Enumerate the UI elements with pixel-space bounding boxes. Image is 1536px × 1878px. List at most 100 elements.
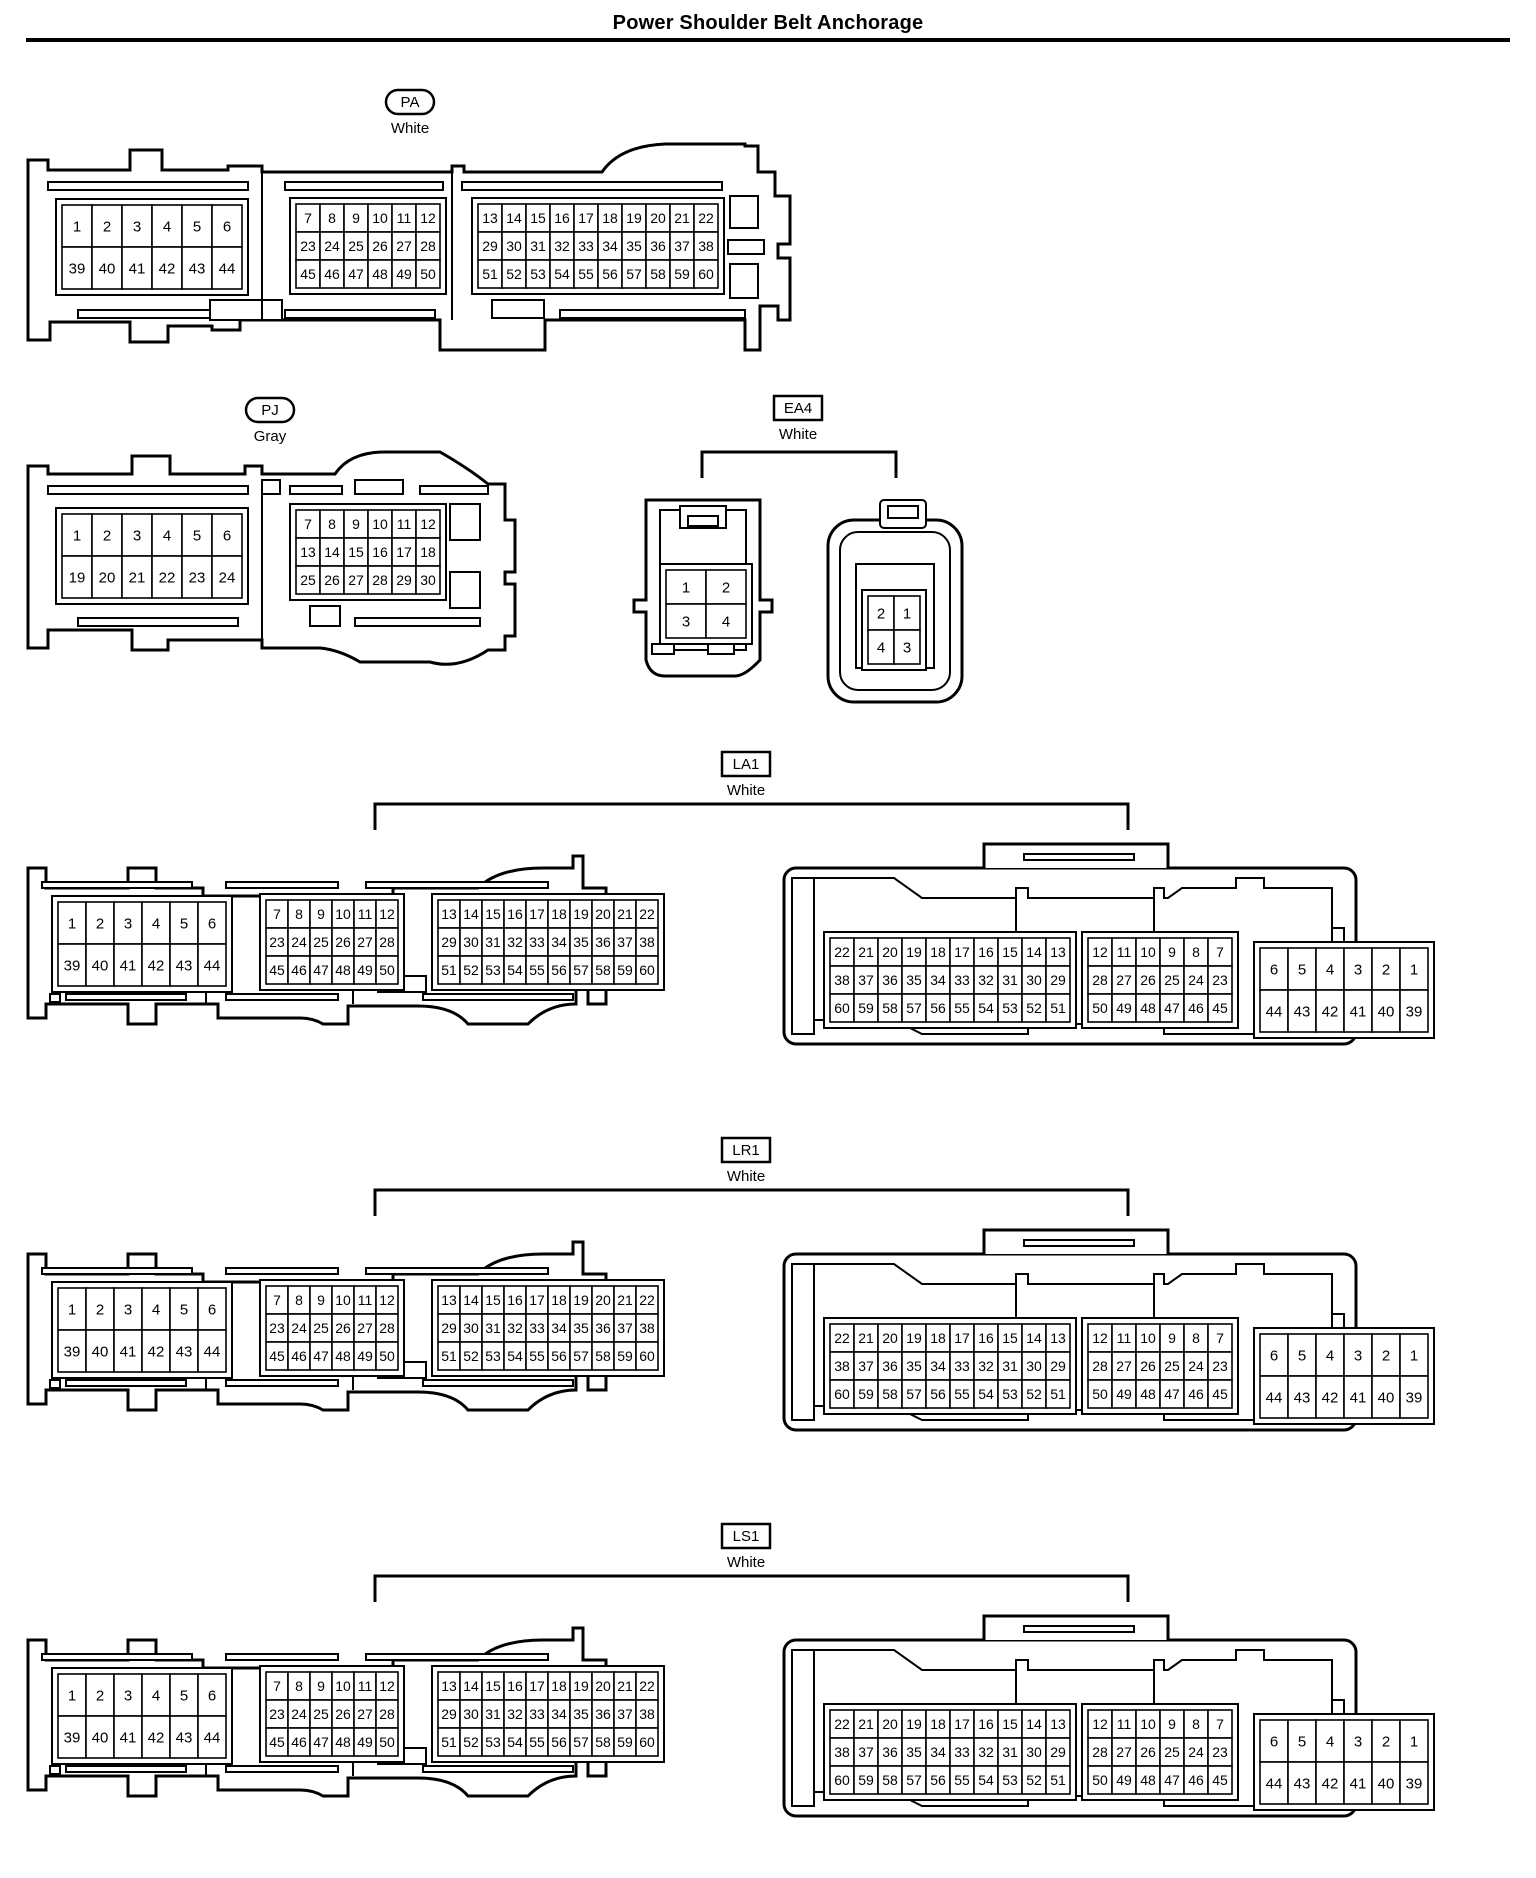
pin-number: 30: [463, 1320, 479, 1336]
pin-number: 12: [1092, 1716, 1108, 1732]
pin-number: 11: [358, 906, 373, 922]
pin-number: 51: [1050, 1386, 1066, 1402]
pin-number: 7: [1216, 1716, 1224, 1732]
pin-cell: [997, 1379, 1023, 1409]
pin-number: 4: [877, 639, 885, 656]
pin-number: 56: [551, 1348, 567, 1364]
pin-number: 13: [300, 544, 316, 560]
pin-number: 5: [193, 527, 201, 544]
pin-cell: [1343, 947, 1373, 991]
pin-number: 3: [124, 915, 132, 932]
pin-number: 13: [441, 1678, 457, 1694]
pin-number: 20: [595, 1292, 611, 1308]
pin-number: 48: [335, 1734, 351, 1750]
pin-cell: [973, 1379, 999, 1409]
pin-number: 54: [507, 1348, 523, 1364]
pin-number: 12: [420, 210, 436, 226]
pin-number: 29: [441, 1706, 457, 1722]
pin-number: 18: [930, 1330, 946, 1346]
pin-cell: [1159, 1379, 1185, 1409]
pin-number: 3: [1354, 1733, 1362, 1750]
pin-number: 11: [1117, 1716, 1132, 1732]
pin-number: 6: [1270, 961, 1278, 978]
pin-cell: [645, 259, 671, 289]
pin-number: 22: [834, 1716, 850, 1732]
pin-number: 41: [1350, 1775, 1367, 1792]
pin-number: 47: [348, 266, 364, 282]
pin-number: 24: [324, 238, 340, 254]
pin-number: 7: [304, 210, 312, 226]
pin-cell: [949, 1765, 975, 1795]
pin-number: 41: [120, 1729, 137, 1746]
pin-number: 50: [420, 266, 436, 282]
pin-number: 45: [1212, 1772, 1228, 1788]
pin-number: 26: [335, 1706, 351, 1722]
pin-number: 3: [1354, 961, 1362, 978]
pin-number: 31: [485, 1320, 501, 1336]
pin-cell: [893, 629, 921, 665]
pin-cell: [367, 509, 393, 539]
pin-number: 47: [1164, 1386, 1180, 1402]
pin-number: 6: [1270, 1347, 1278, 1364]
pin-number: 25: [348, 238, 364, 254]
pin-number: 8: [328, 210, 336, 226]
pin-number: 1: [903, 605, 911, 622]
pin-cell: [391, 565, 417, 595]
pin-cell: [877, 1709, 903, 1739]
pin-cell: [1111, 1323, 1137, 1353]
pin-number: 22: [639, 906, 655, 922]
pin-number: 34: [602, 238, 618, 254]
pin-cell: [573, 259, 599, 289]
pin-number: 58: [882, 1772, 898, 1788]
pin-number: 13: [1050, 944, 1066, 960]
pin-number: 48: [372, 266, 388, 282]
pin-cell: [1315, 1761, 1345, 1805]
pin-number: 45: [269, 1348, 285, 1364]
pin-number: 25: [1164, 1358, 1180, 1374]
pin-number: 40: [92, 1729, 109, 1746]
pin-number: 51: [482, 266, 498, 282]
pin-cell: [141, 943, 171, 987]
pin-number: 39: [64, 1729, 81, 1746]
pin-number: 13: [1050, 1716, 1066, 1732]
pin-number: 35: [573, 934, 589, 950]
pin-number: 32: [554, 238, 570, 254]
pin-cell: [1045, 937, 1071, 967]
pin-number: 35: [573, 1320, 589, 1336]
pin-number: 34: [930, 1358, 946, 1374]
pin-cell: [1159, 1737, 1185, 1767]
pin-number: 29: [1050, 972, 1066, 988]
pin-number: 59: [674, 266, 690, 282]
pin-cell: [343, 509, 369, 539]
pin-number: 17: [954, 1716, 970, 1732]
pin-number: 18: [602, 210, 618, 226]
pin-cell: [1287, 1761, 1317, 1805]
pin-number: 25: [313, 934, 329, 950]
pin-number: 20: [882, 1716, 898, 1732]
pin-number: 10: [335, 1678, 351, 1694]
pin-number: 55: [954, 1386, 970, 1402]
pin-number: 19: [573, 906, 589, 922]
pin-number: 9: [317, 1292, 325, 1308]
pin-number: 18: [551, 1678, 567, 1694]
pin-number: 59: [858, 1386, 874, 1402]
pin-number: 26: [1140, 1744, 1156, 1760]
pin-cell: [121, 513, 153, 557]
connector-code: LS1: [733, 1528, 760, 1545]
pin-number: 34: [551, 1320, 567, 1336]
pin-number: 20: [99, 569, 116, 586]
pin-number: 40: [99, 260, 116, 277]
pin-number: 10: [335, 1292, 351, 1308]
pin-cell: [375, 955, 399, 985]
pin-number: 27: [1116, 1358, 1132, 1374]
pin-number: 16: [507, 1678, 523, 1694]
pin-number: 57: [573, 962, 589, 978]
pin-number: 41: [1350, 1389, 1367, 1406]
pin-cell: [169, 1329, 199, 1373]
pin-number: 42: [159, 260, 176, 277]
pin-number: 7: [1216, 1330, 1224, 1346]
pin-number: 37: [617, 1320, 633, 1336]
pin-number: 19: [906, 1330, 922, 1346]
